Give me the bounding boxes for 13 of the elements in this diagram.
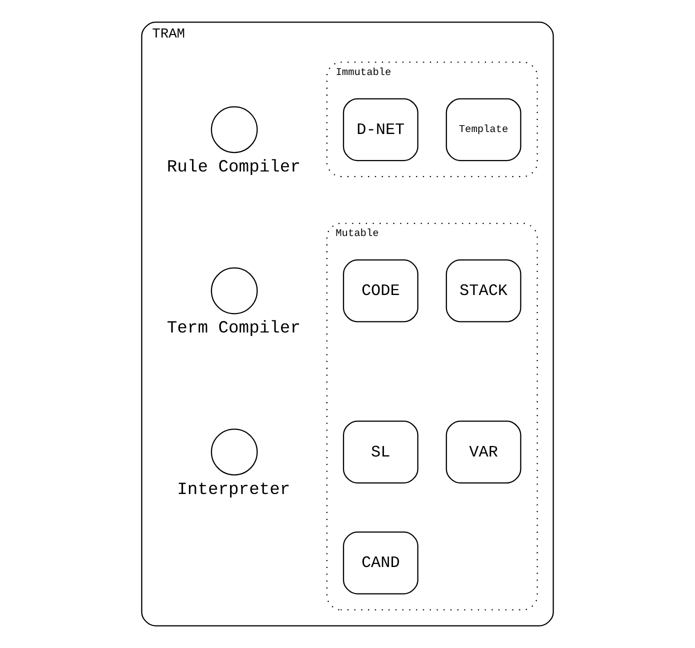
node-box: STACK — [446, 259, 522, 322]
node-box: Template — [446, 98, 522, 162]
node-circle — [210, 267, 258, 314]
node-circle — [210, 106, 258, 154]
node-box: VAR — [446, 420, 522, 484]
node-circle — [210, 428, 258, 476]
node-label: Rule Compiler — [166, 158, 300, 178]
node-box: SL — [342, 420, 418, 484]
node-box: D-NET — [342, 98, 418, 162]
node-box: CAND — [342, 532, 418, 594]
node-label: Interpreter — [177, 480, 290, 500]
node-box: CODE — [342, 259, 418, 322]
node-label: Term Compiler — [166, 320, 300, 339]
